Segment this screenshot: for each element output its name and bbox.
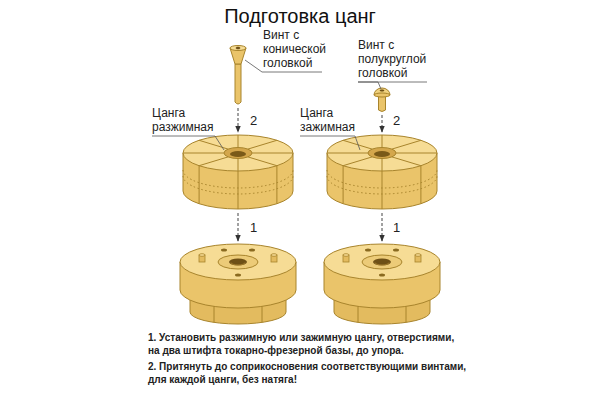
instruction-note: 1. Установить разжимную или зажимную цан…	[148, 331, 468, 357]
countersunk-screw	[230, 46, 246, 105]
lathe-base	[180, 244, 296, 324]
step-number: 1	[250, 220, 264, 235]
lathe-base	[324, 244, 440, 324]
part-label: Винт с конической головкой	[263, 28, 343, 70]
step-number: 2	[250, 113, 264, 128]
diagram-title: Подготовка цанг	[0, 4, 600, 28]
instruction-note: 2. Притянуть до соприкосновения соответс…	[148, 360, 468, 386]
step-number: 1	[393, 220, 407, 235]
step-number: 2	[393, 113, 407, 128]
part-label: Винт с полукруглой головкой	[358, 38, 438, 80]
part-label: Цанга разжимная	[152, 106, 227, 134]
part-label: Цанга зажимная	[300, 106, 375, 134]
expanding-collet	[183, 135, 293, 209]
clamping-collet	[327, 135, 437, 209]
round-head-screw	[374, 88, 390, 112]
